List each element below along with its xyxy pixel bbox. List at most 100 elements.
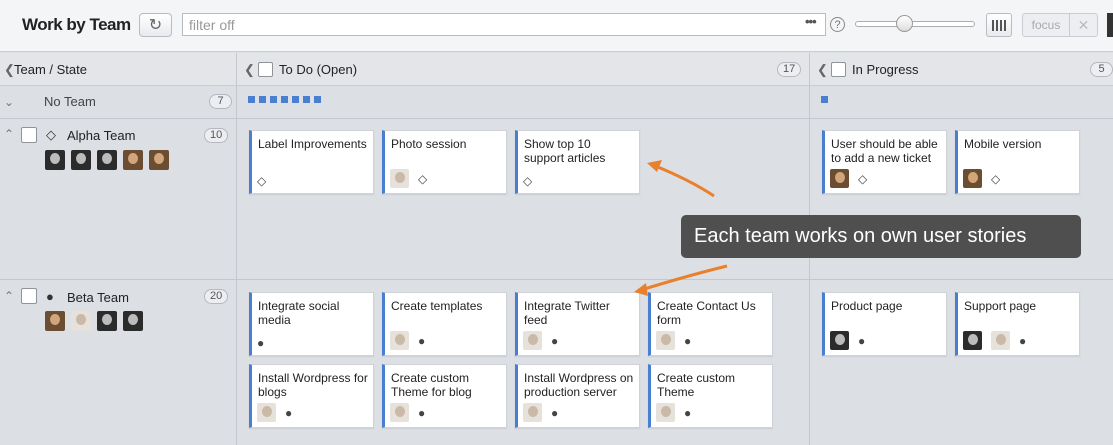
columns-toggle-button[interactable] — [986, 13, 1012, 37]
avatar[interactable] — [390, 169, 409, 188]
help-icon[interactable]: ? — [830, 17, 845, 32]
superman-icon: ◇ — [257, 174, 267, 188]
apple-icon: ● — [858, 333, 866, 348]
avatar[interactable] — [991, 331, 1010, 350]
team-name: No Team — [44, 94, 96, 109]
focus-close-icon[interactable]: ✕ — [1070, 13, 1098, 37]
avatar[interactable] — [523, 403, 542, 422]
team-members — [45, 311, 143, 331]
filter-options-button[interactable]: ••• — [805, 14, 817, 29]
team-select-checkbox[interactable] — [21, 127, 37, 143]
superman-icon: ◇ — [858, 171, 868, 186]
column-divider — [236, 53, 237, 445]
card[interactable]: Create templates ● — [382, 292, 507, 356]
superman-icon: ◇ — [46, 127, 56, 142]
collapsed-in-progress-cards[interactable] — [821, 96, 828, 103]
avatar[interactable] — [523, 331, 542, 350]
avatar[interactable] — [830, 169, 849, 188]
column-label: To Do (Open) — [279, 62, 358, 77]
arrow-line — [640, 264, 728, 292]
team-name: Alpha Team — [67, 128, 136, 143]
avatar[interactable] — [123, 150, 143, 170]
card-title: Install Wordpress on production server — [524, 371, 634, 399]
apple-icon: ● — [551, 405, 559, 420]
card-marker — [314, 96, 321, 103]
column-select-checkbox[interactable] — [258, 62, 273, 77]
card-marker — [292, 96, 299, 103]
avatar[interactable] — [45, 150, 65, 170]
column-count-badge: 5 — [1090, 62, 1113, 77]
card[interactable]: Label Improvements ◇ — [249, 130, 374, 194]
card[interactable]: Create custom Theme for blog ● — [382, 364, 507, 428]
chevron-down-icon[interactable]: ⌄ — [4, 95, 15, 109]
card[interactable]: User should be able to add a new ticket … — [822, 130, 947, 194]
avatar[interactable] — [71, 150, 91, 170]
apple-icon: ● — [684, 405, 692, 420]
toolbar-edge — [1107, 13, 1113, 37]
filter-input[interactable] — [182, 13, 826, 36]
card-title: Create custom Theme for blog — [391, 371, 472, 399]
row-count-badge: 7 — [209, 94, 232, 109]
chevron-left-icon[interactable]: ❮ — [817, 62, 828, 77]
card-title: Integrate social media — [258, 299, 340, 327]
card[interactable]: Integrate social media ● — [249, 292, 374, 356]
card[interactable]: Integrate Twitter feed ● — [515, 292, 640, 356]
card-marker — [270, 96, 277, 103]
team-select-checkbox[interactable] — [21, 288, 37, 304]
avatar[interactable] — [71, 311, 91, 331]
avatar[interactable] — [97, 311, 117, 331]
avatar[interactable] — [830, 331, 849, 350]
column-bar-icon — [1004, 19, 1006, 31]
column-count-badge: 17 — [777, 62, 802, 77]
row-count-badge: 10 — [204, 128, 229, 143]
card[interactable]: Show top 10 support articles ◇ — [515, 130, 640, 194]
avatar[interactable] — [656, 403, 675, 422]
avatar[interactable] — [390, 403, 409, 422]
refresh-icon: ↻ — [148, 17, 163, 34]
avatar[interactable] — [149, 150, 169, 170]
avatar[interactable] — [963, 169, 982, 188]
chevron-left-icon[interactable]: ❮ — [4, 62, 15, 77]
apple-icon: ● — [684, 333, 692, 348]
card-marker — [248, 96, 255, 103]
avatar[interactable] — [656, 331, 675, 350]
chevron-up-icon[interactable]: ⌃ — [4, 127, 15, 141]
superman-icon: ◇ — [418, 171, 428, 186]
avatar[interactable] — [45, 311, 65, 331]
card[interactable]: Mobile version ◇ — [955, 130, 1080, 194]
avatar[interactable] — [257, 403, 276, 422]
avatar[interactable] — [390, 331, 409, 350]
toolbar: Work by Team ↻ ••• ? focus ✕ — [0, 0, 1113, 52]
card[interactable]: Create custom Theme ● — [648, 364, 773, 428]
zoom-slider-handle[interactable] — [896, 15, 913, 32]
team-members — [45, 150, 169, 170]
refresh-button[interactable]: ↻ — [139, 13, 172, 37]
zoom-slider[interactable] — [855, 15, 975, 32]
card-title: Install Wordpress for blogs — [258, 371, 368, 399]
focus-button[interactable]: focus — [1022, 13, 1070, 37]
apple-icon: ● — [418, 333, 426, 348]
card-title: Photo session — [391, 137, 467, 151]
apple-icon: ● — [418, 405, 426, 420]
card[interactable]: Photo session ◇ — [382, 130, 507, 194]
apple-icon: ● — [257, 336, 265, 350]
card-title: Create custom Theme — [657, 371, 736, 399]
chevron-up-icon[interactable]: ⌃ — [4, 289, 15, 303]
avatar[interactable] — [963, 331, 982, 350]
column-header-todo: ❮ To Do (Open) 17 — [237, 53, 809, 86]
card[interactable]: Product page ● — [822, 292, 947, 356]
avatar[interactable] — [123, 311, 143, 331]
column-select-checkbox[interactable] — [831, 62, 846, 77]
card-title: Create templates — [391, 299, 483, 313]
chevron-left-icon[interactable]: ❮ — [244, 62, 255, 77]
page-title: Work by Team — [22, 15, 131, 34]
card[interactable]: Create Contact Us form ● — [648, 292, 773, 356]
avatar[interactable] — [97, 150, 117, 170]
collapsed-todo-cards[interactable] — [248, 96, 321, 103]
card[interactable]: Install Wordpress for blogs ● — [249, 364, 374, 428]
apple-icon: ● — [46, 289, 54, 304]
team-row-no-team: ⌄ No Team 7 — [0, 86, 1113, 119]
card[interactable]: Install Wordpress on production server ● — [515, 364, 640, 428]
card[interactable]: Support page ● — [955, 292, 1080, 356]
